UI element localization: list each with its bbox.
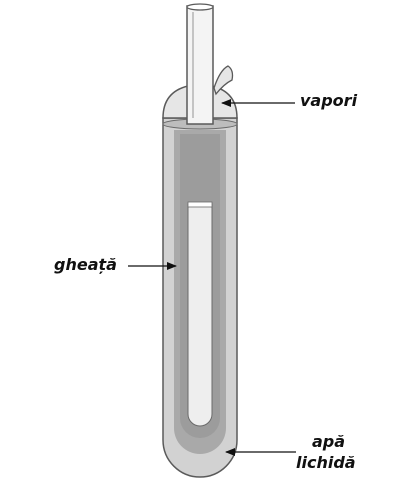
label-vapori: vapori <box>300 91 358 110</box>
label-gheata: gheață <box>54 255 117 274</box>
central-tube <box>186 5 214 125</box>
side-nozzle <box>213 65 234 96</box>
label-apa: apă <box>312 432 346 451</box>
label-lichida: lichidă <box>296 453 356 472</box>
inner-tube <box>187 203 213 427</box>
